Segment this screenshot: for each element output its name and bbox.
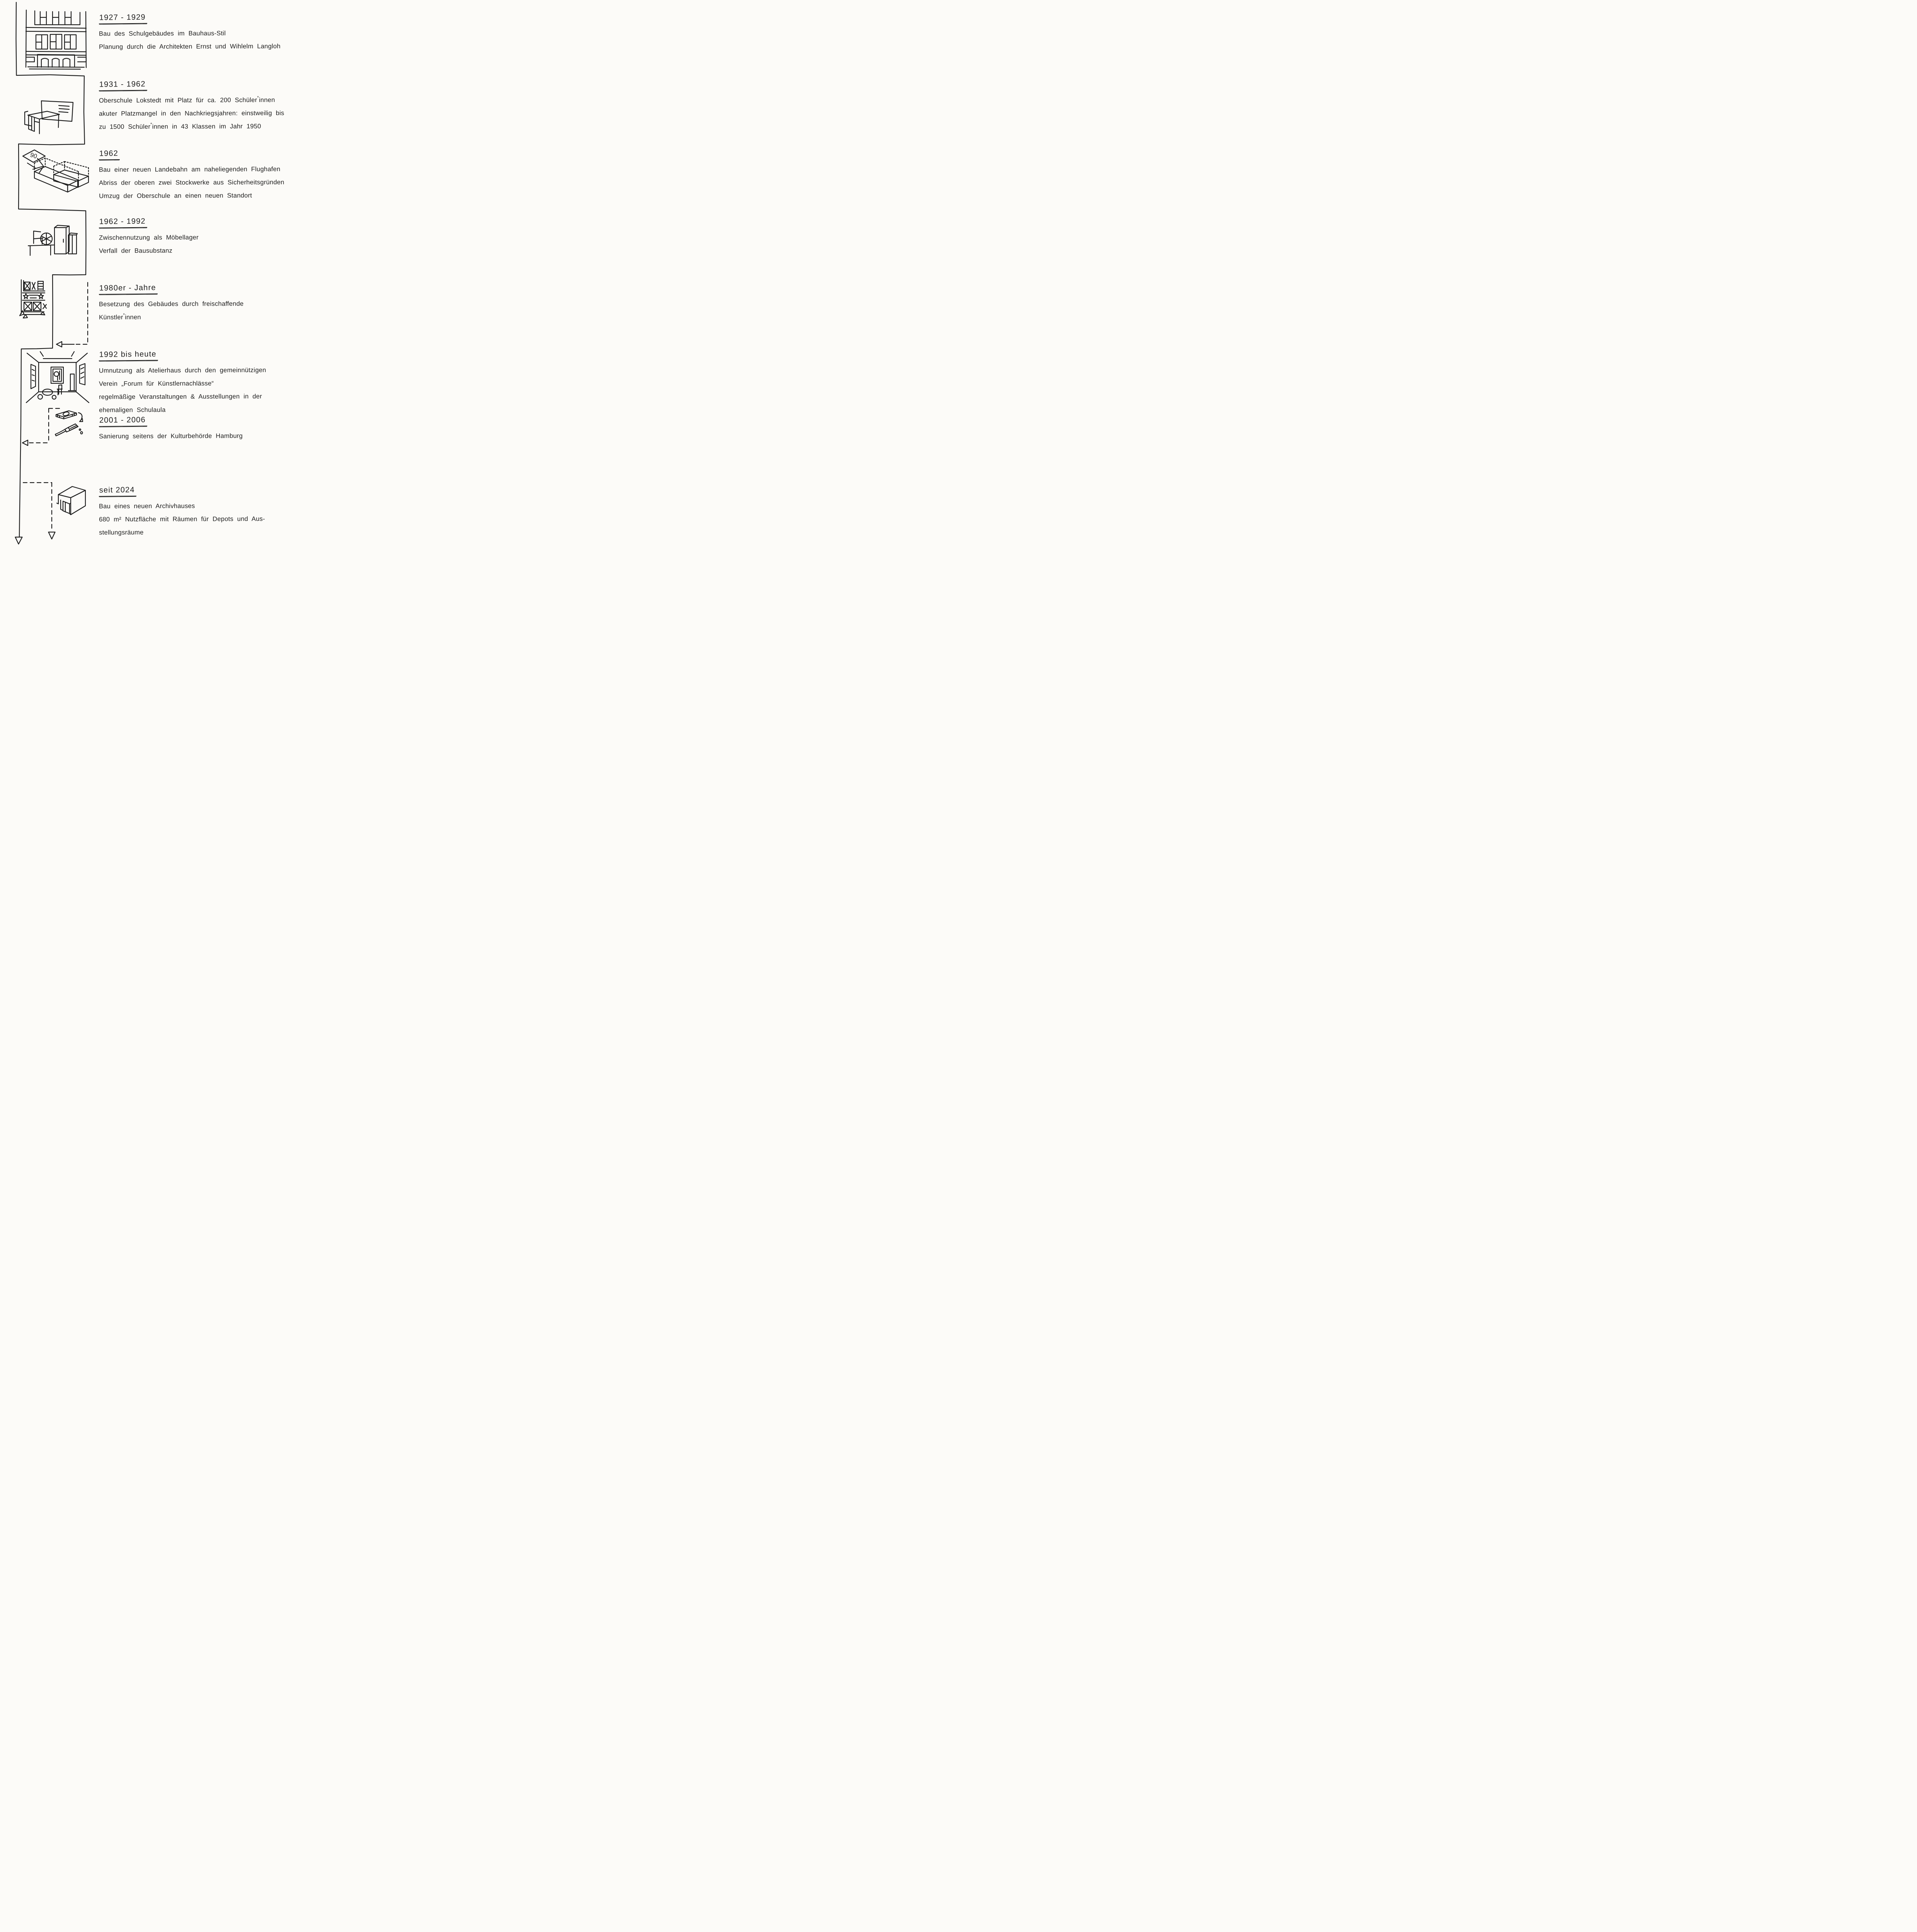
section-text-line: akuter Platzmangel in den Nachkriegsjahr… (99, 109, 284, 117)
section-text-line: Zwischennutzung als Möbellager (99, 234, 199, 242)
section-text-line: Bau eines neuen Archivhauses (99, 502, 195, 510)
timeline-section: 1980er - Jahre Besetzung des Gebäudes du… (99, 283, 424, 324)
timeline-path (15, 2, 88, 545)
section-text-line: Planung durch die Architekten Ernst und … (99, 43, 281, 51)
section-text-line: Verfall der Bausubstanz (99, 247, 173, 255)
renovation-branch-dashed-line (27, 408, 60, 444)
money-paintbrush-icon (54, 410, 83, 437)
timeline-section: 2001 - 2006 Sanierung seitens der Kultur… (99, 415, 424, 443)
arrow-left-icon (22, 439, 29, 446)
section-text-line: Bau einer neuen Landebahn am naheliegend… (99, 165, 281, 173)
timeline-diagram: 06 (0, 0, 426, 603)
section-text-line: Oberschule Lokstedt mit Platz für ca. 20… (99, 95, 275, 104)
timeline-section: 1962 Bau einer neuen Landebahn am naheli… (99, 148, 424, 203)
section-text-line: ehemaligen Schulaula (99, 406, 166, 414)
school-building-facade-icon (25, 9, 87, 70)
arrow-down-icon (15, 536, 23, 545)
section-text-line: Besetzung des Gebäudes durch freischaffe… (99, 300, 244, 308)
classroom-desk-blackboard-icon (24, 100, 74, 134)
section-text-line: Bau des Schulgebäudes im Bauhaus-Stil (99, 30, 226, 37)
runway-number-label: 06 (29, 151, 38, 159)
section-text-line: Sanierung seitens der Kulturbehörde Hamb… (99, 432, 243, 440)
section-period: 1962 - 1992 (99, 216, 424, 228)
section-text-line: 680 m² Nutzfläche mit Räumen für Depots … (99, 515, 265, 523)
gallery-room-icon (26, 351, 90, 403)
section-period: 1931 - 1962 (99, 79, 424, 91)
section-period: 1992 bis heute (99, 349, 424, 361)
arrow-left-icon (56, 341, 63, 348)
section-text-line: Künstler*innen (99, 312, 141, 321)
squat-branch-dashed-line (73, 282, 88, 345)
section-text-line: Verein „Forum für Künstlernachlässe“ (99, 380, 214, 388)
section-period: seit 2024 (99, 485, 424, 497)
section-period: 1927 - 1929 (99, 12, 424, 24)
timeline-section: 1992 bis heute Umnutzung als Atelierhaus… (99, 349, 424, 417)
furniture-storage-icon (27, 224, 78, 256)
timeline-section: 1962 - 1992 Zwischennutzung als Möbellag… (99, 216, 424, 258)
archive-cube-icon (56, 486, 86, 515)
section-text-line: regelmäßige Veranstaltungen & Ausstellun… (99, 393, 262, 401)
section-text-line: Umnutzung als Atelierhaus durch den geme… (99, 366, 266, 374)
occupied-building-icon (19, 279, 47, 319)
runway-demolition-icon: 06 (22, 149, 89, 193)
section-period: 1980er - Jahre (99, 283, 424, 295)
section-period: 2001 - 2006 (99, 415, 424, 427)
archive-branch-dashed-line (22, 482, 53, 532)
section-text-line: zu 1500 Schüler*innen in 43 Klassen im J… (99, 122, 261, 131)
section-text-line: Abriss der oberen zwei Stockwerke aus Si… (99, 179, 284, 187)
section-text-line: stellungsräume (99, 529, 144, 536)
timeline-section: 1927 - 1929 Bau des Schulgebäudes im Bau… (99, 12, 424, 54)
section-period: 1962 (99, 148, 424, 160)
timeline-section: 1931 - 1962 Oberschule Lokstedt mit Plat… (99, 79, 424, 134)
arrow-down-icon (48, 531, 56, 540)
section-text-line: Umzug der Oberschule an einen neuen Stan… (99, 192, 252, 200)
timeline-main-line (15, 2, 87, 537)
timeline-section: seit 2024 Bau eines neuen Archivhauses 6… (99, 485, 424, 539)
